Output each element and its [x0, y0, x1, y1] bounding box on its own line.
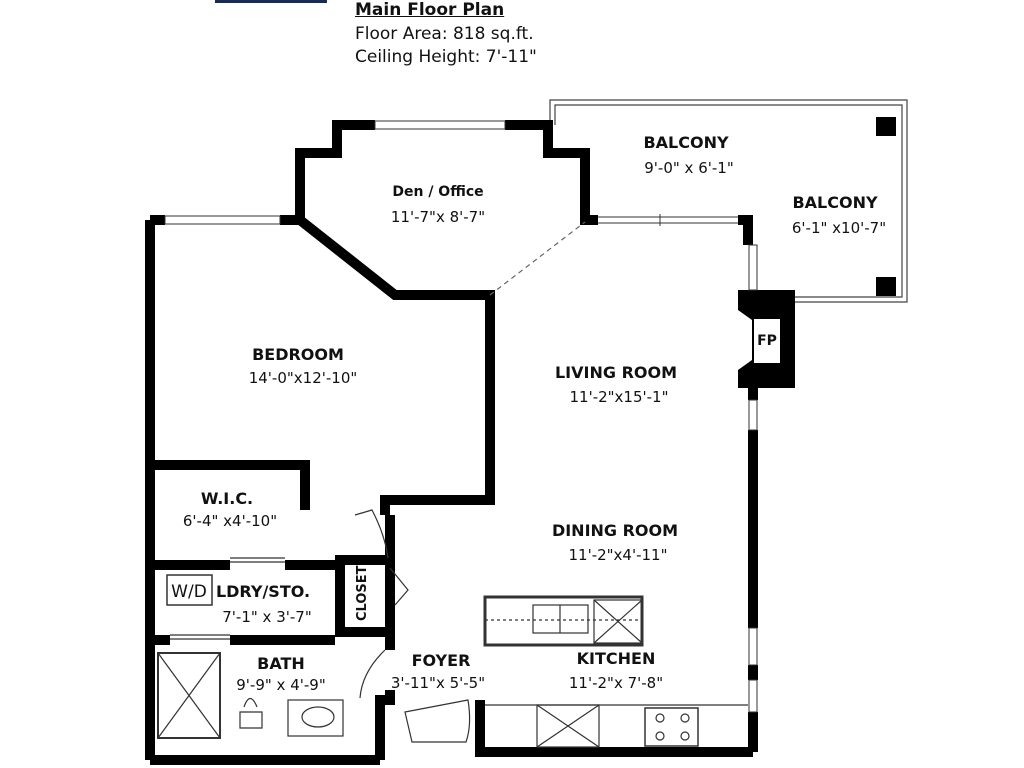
fireplace: FP: [738, 290, 795, 388]
balcony-outline: [549, 99, 908, 303]
washer-dryer-label: W/D: [171, 582, 207, 602]
ceiling-height: Ceiling Height: 7'-11": [355, 47, 537, 67]
kitchen-name: KITCHEN: [577, 649, 656, 668]
walls: [145, 120, 758, 765]
bath-dims: 9'-9" x 4'-9": [236, 676, 325, 694]
balcony-side-dims: 6'-1" x10'-7": [792, 219, 886, 237]
bath-name: BATH: [257, 654, 305, 673]
kitchen-island: [483, 595, 644, 647]
living-room-dims: 11'-2"x15'-1": [569, 388, 668, 406]
kitchen-dims: 11'-2"x 7'-8": [569, 674, 663, 692]
balcony-post: [876, 277, 896, 296]
plan-title: Main Floor Plan: [355, 0, 505, 20]
den-name: Den / Office: [392, 184, 483, 200]
kitchen-counters: [485, 704, 748, 748]
foyer-dims: 3'-11"x 5'-5": [391, 674, 485, 692]
doors: [170, 509, 471, 743]
den-dims: 11'-7"x 8'-7": [391, 208, 485, 226]
balcony-main-dims: 9'-0" x 6'-1": [644, 159, 733, 177]
washer-dryer: W/D: [166, 574, 213, 606]
balcony-sliding-door: [598, 214, 738, 226]
foyer-name: FOYER: [412, 651, 471, 670]
floor-area: Floor Area: 818 sq.ft.: [355, 24, 534, 44]
bedroom-name: BEDROOM: [252, 345, 344, 364]
bath-fixtures: [157, 652, 344, 739]
windows: [164, 120, 758, 713]
balcony-post: [876, 117, 896, 136]
living-room-name: LIVING ROOM: [555, 363, 677, 382]
den-opening: [489, 221, 586, 296]
fireplace-label: FP: [757, 333, 777, 349]
laundry-dims: 7'-1" x 3'-7": [222, 608, 311, 626]
laundry-name: LDRY/STO.: [216, 582, 310, 601]
balcony-side-name: BALCONY: [792, 193, 878, 212]
header-rule: [215, 0, 327, 3]
dining-room-name: DINING ROOM: [552, 521, 678, 540]
closet-name: CLOSET: [355, 565, 370, 621]
bedroom-dims: 14'-0"x12'-10": [249, 369, 358, 387]
wic-name: W.I.C.: [201, 489, 253, 508]
wic-dims: 6'-4" x4'-10": [183, 512, 277, 530]
balcony-main-name: BALCONY: [643, 133, 729, 152]
dining-room-dims: 11'-2"x4'-11": [568, 546, 667, 564]
